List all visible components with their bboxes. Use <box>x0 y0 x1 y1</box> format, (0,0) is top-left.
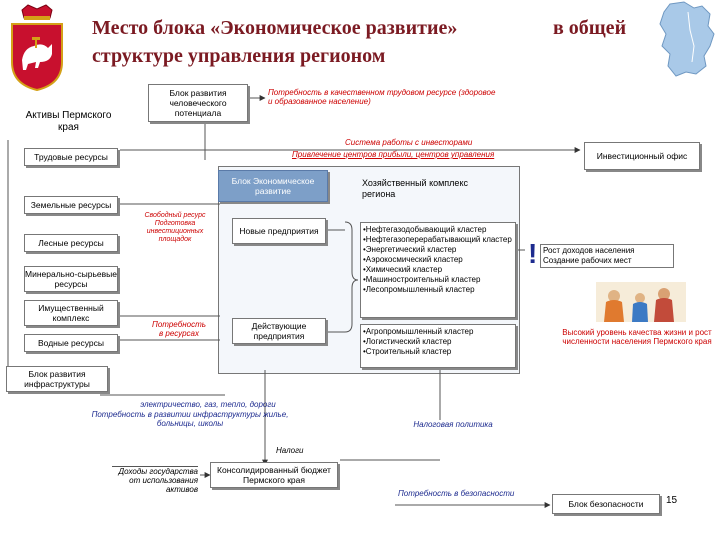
clusters-group-a: •Нефтегазодобывающий кластер •Нефтегазоп… <box>360 222 516 318</box>
budget-box: Консолидированный бюджет Пермского края <box>210 462 338 488</box>
investor-system-note: Система работы с инвесторами <box>345 138 473 147</box>
investment-office-box: Инвестиционный офис <box>584 142 700 170</box>
budget-label: Консолидированный бюджет Пермского края <box>217 465 331 485</box>
outcomes-box: Рост доходов населения Создание рабочих … <box>540 244 674 268</box>
property-complex-label: Имущественный комплекс <box>38 303 104 323</box>
human-potential-block: Блок развития человеческого потенциала <box>148 84 248 122</box>
title-line-2: структуре управления регионом <box>92 45 386 67</box>
state-income-box: Доходы государства от использования акти… <box>112 466 198 494</box>
water-resources-label: Водные ресурсы <box>37 338 104 348</box>
labor-need-note: Потребность в качественном трудовом ресу… <box>268 88 496 106</box>
cluster-item: •Нефтегазоперерабатывающий кластер <box>363 235 512 244</box>
assets-heading: Активы Пермского края <box>25 110 112 133</box>
income-growth-label: Рост доходов населения <box>543 246 635 255</box>
cluster-item: •Лесопромышленный кластер <box>363 285 475 294</box>
jobs-label: Создание рабочих мест <box>543 256 632 265</box>
forest-resources-box: Лесные ресурсы <box>24 234 118 252</box>
existing-enterprises-box: Действующие предприятия <box>232 318 326 344</box>
profit-centers-note: Привлечение центров прибыли, центров упр… <box>292 150 495 159</box>
security-block: Блок безопасности <box>552 494 660 514</box>
land-resources-box: Земельные ресурсы <box>24 196 118 214</box>
slide-title: Место блока «Экономическое развитие» в о… <box>92 14 652 70</box>
cluster-item: •Химический кластер <box>363 265 443 274</box>
water-resources-box: Водные ресурсы <box>24 334 118 352</box>
title-line-1: Место блока «Экономическое развитие» <box>92 17 458 39</box>
cluster-item: •Машиностроительный кластер <box>363 275 481 284</box>
economic-development-block: Блок Экономическое развитие <box>218 170 328 202</box>
infrastructure-block: Блок развития инфраструктуры <box>6 366 108 392</box>
region-map-icon <box>650 0 720 80</box>
land-resources-label: Земельные ресурсы <box>30 200 112 210</box>
family-photo-icon <box>596 282 686 322</box>
mineral-resources-box: Минерально-сырьевые ресурсы <box>24 266 118 292</box>
taxes-label: Налоги <box>276 446 304 455</box>
investment-office-label: Инвестиционный офис <box>596 151 688 161</box>
resource-need-note: Потребность в ресурсах <box>152 320 206 338</box>
cluster-item: •Энергетический кластер <box>363 245 457 254</box>
state-income-label: Доходы государства от использования акти… <box>118 467 198 494</box>
human-potential-label: Блок развития человеческого потенциала <box>169 88 227 118</box>
mineral-resources-label: Минерально-сырьевые ресурсы <box>25 269 117 289</box>
infra-needs-line-1: электричество, газ, тепло, дороги <box>140 400 276 409</box>
existing-enterprises-label: Действующие предприятия <box>251 321 307 341</box>
property-complex-box: Имущественный комплекс <box>24 300 118 326</box>
cluster-item: •Логистический кластер <box>363 337 452 346</box>
clusters-group-b: •Агропромышленный кластер •Логистический… <box>360 324 516 368</box>
new-enterprises-label: Новые предприятия <box>239 226 319 236</box>
cluster-item: •Нефтегазодобывающий кластер <box>363 225 487 234</box>
title-line-1-tail: в общей <box>553 17 627 39</box>
infra-needs-line-2: Потребность в развитии инфраструктуры жи… <box>91 410 289 428</box>
infrastructure-block-label: Блок развития инфраструктуры <box>24 369 90 389</box>
quality-of-life-note: Высокий уровень качества жизни и рост чи… <box>562 328 712 346</box>
new-enterprises-box: Новые предприятия <box>232 218 326 244</box>
complex-title: Хозяйственный комплекс региона <box>362 178 468 199</box>
cluster-item: •Аэрокосмический кластер <box>363 255 463 264</box>
security-need-note: Потребность в безопасности <box>398 489 515 498</box>
tax-policy-note: Налоговая политика <box>413 420 493 429</box>
page-number: 15 <box>666 495 678 506</box>
cluster-item: •Строительный кластер <box>363 347 452 356</box>
economic-development-label: Блок Экономическое развитие <box>231 176 315 196</box>
forest-resources-label: Лесные ресурсы <box>38 238 104 248</box>
labor-resources-box: Трудовые ресурсы <box>24 148 118 166</box>
perm-crest-icon <box>8 4 66 92</box>
labor-resources-label: Трудовые ресурсы <box>34 152 108 162</box>
exclamation-icon: ! <box>528 238 538 269</box>
free-resources-note: Свободный ресурс Подготовка инвестиционн… <box>144 212 206 243</box>
cluster-item: •Агропромышленный кластер <box>363 327 474 336</box>
security-block-label: Блок безопасности <box>568 499 644 509</box>
